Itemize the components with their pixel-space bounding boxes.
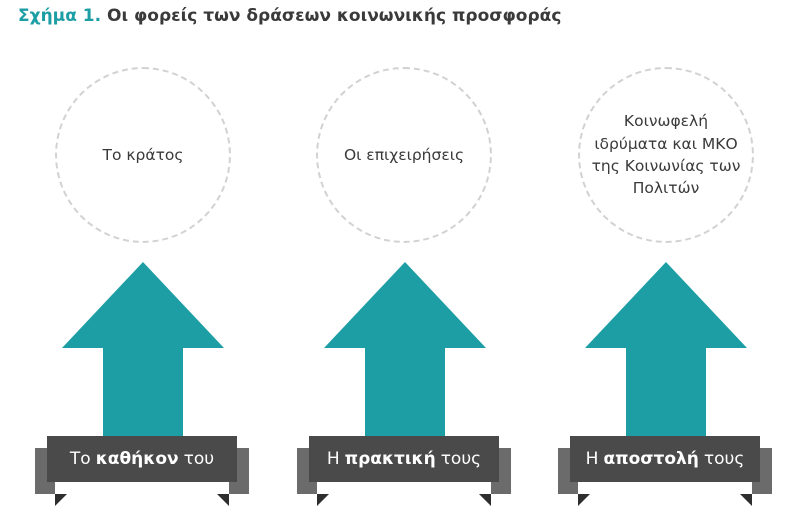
figure-title-text: Οι φορείς των δράσεων κοινωνικής προσφορ… [107,6,562,26]
figure-title: Σχήμα 1. Οι φορείς των δράσεων κοινωνική… [18,6,561,26]
circle-state-text: Το κράτος [102,145,184,164]
arrow-up-icon [324,262,486,440]
circle-businesses-text: Οι επιχειρήσεις [343,145,465,164]
circle-state: Το κράτος [55,67,231,243]
circle-foundations-ngos: Κοινωφελή ιδρύματα και ΜΚΟ της Κοινωνίας… [578,67,754,243]
figure-number: Σχήμα 1. [18,6,102,26]
arrow-up-icon [62,262,224,440]
arrow-up-icon [585,262,747,440]
circle-businesses: Οι επιχειρήσεις [316,67,492,243]
circle-foundations-ngos-text: Κοινωφελή ιδρύματα και ΜΚΟ της Κοινωνίας… [591,112,741,198]
